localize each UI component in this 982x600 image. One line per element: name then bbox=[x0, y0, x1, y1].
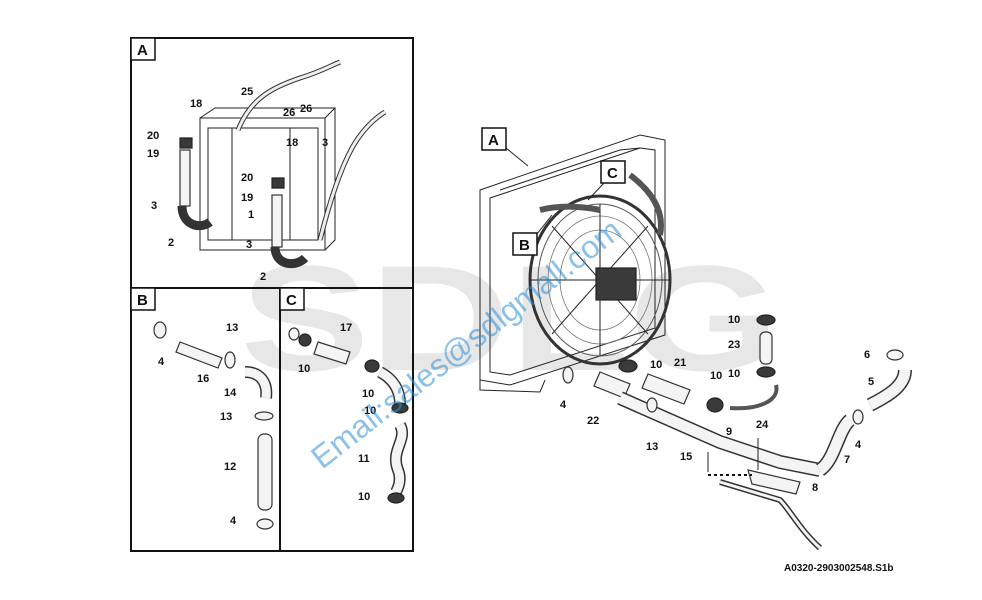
panel-view-c: C 17 10 10 10 11 10 bbox=[279, 287, 414, 552]
callout-m6: 6 bbox=[864, 349, 870, 361]
callout-10d: 10 bbox=[358, 491, 370, 503]
callout-3c: 3 bbox=[322, 137, 328, 149]
callout-m10: 10 bbox=[728, 314, 740, 326]
callout-m22: 22 bbox=[587, 415, 599, 427]
callout-2b: 2 bbox=[260, 271, 266, 283]
callout-m4: 4 bbox=[560, 399, 567, 411]
callout-18: 18 bbox=[190, 98, 202, 110]
callout-16: 16 bbox=[197, 373, 209, 385]
callout-m23: 23 bbox=[728, 339, 740, 351]
callout-20b: 20 bbox=[241, 172, 253, 184]
main-tag-a bbox=[481, 127, 507, 151]
view-b-tag bbox=[130, 287, 156, 311]
callout-11: 11 bbox=[358, 453, 370, 465]
callout-m8: 8 bbox=[812, 482, 818, 494]
callout-13b: 13 bbox=[220, 411, 232, 423]
callout-20: 20 bbox=[147, 130, 159, 142]
callout-19: 19 bbox=[147, 148, 159, 160]
callout-12: 12 bbox=[224, 461, 236, 473]
brand-watermark: SDLG bbox=[240, 234, 780, 402]
callout-25: 25 bbox=[241, 86, 253, 98]
callout-m7: 7 bbox=[844, 454, 850, 466]
callout-10: 10 bbox=[298, 363, 310, 375]
callout-m13: 13 bbox=[646, 441, 658, 453]
main-tag-c bbox=[600, 160, 626, 184]
callout-4b: 4 bbox=[230, 515, 237, 527]
callout-10b: 10 bbox=[362, 388, 374, 400]
view-b-letter: B bbox=[137, 292, 148, 309]
callout-m9: 9 bbox=[726, 426, 732, 438]
view-c-tag bbox=[279, 287, 305, 311]
callout-14: 14 bbox=[224, 387, 237, 399]
main-tag-b bbox=[512, 232, 538, 256]
callout-m21: 21 bbox=[674, 357, 686, 369]
callout-m15: 15 bbox=[680, 451, 692, 463]
callout-1: 1 bbox=[248, 209, 254, 221]
view-a-tag bbox=[130, 37, 156, 61]
view-a-letter: A bbox=[137, 42, 148, 59]
main-assembly: A B C 10 23 10 10 21 10 4 22 13 9 24 15 … bbox=[479, 127, 912, 551]
callout-3b: 3 bbox=[246, 239, 252, 251]
main-tag-a-letter: A bbox=[488, 132, 499, 149]
main-tag-c-letter: C bbox=[607, 165, 618, 182]
callout-17: 17 bbox=[340, 322, 352, 334]
callout-10c: 10 bbox=[364, 405, 376, 417]
callout-26b: 26 bbox=[300, 103, 312, 115]
callout-m4b: 4 bbox=[855, 439, 862, 451]
callout-3: 3 bbox=[151, 200, 157, 212]
callout-2: 2 bbox=[168, 237, 174, 249]
callout-m5: 5 bbox=[868, 376, 874, 388]
callout-4: 4 bbox=[158, 356, 165, 368]
callout-m10c: 10 bbox=[650, 359, 662, 371]
callout-m24: 24 bbox=[756, 419, 769, 431]
callout-m10b: 10 bbox=[728, 368, 740, 380]
callout-19b: 19 bbox=[241, 192, 253, 204]
panel-view-a: A 25 26 26 18 20 19 3 2 18 20 19 1 bbox=[130, 37, 414, 289]
callout-m10d: 10 bbox=[710, 370, 722, 382]
callout-26: 26 bbox=[283, 107, 295, 119]
reference-code: A0320-2903002548.S1b bbox=[784, 563, 894, 574]
callout-18b: 18 bbox=[286, 137, 298, 149]
view-c-letter: C bbox=[286, 292, 297, 309]
callout-13: 13 bbox=[226, 322, 238, 334]
main-tag-b-letter: B bbox=[519, 237, 530, 254]
